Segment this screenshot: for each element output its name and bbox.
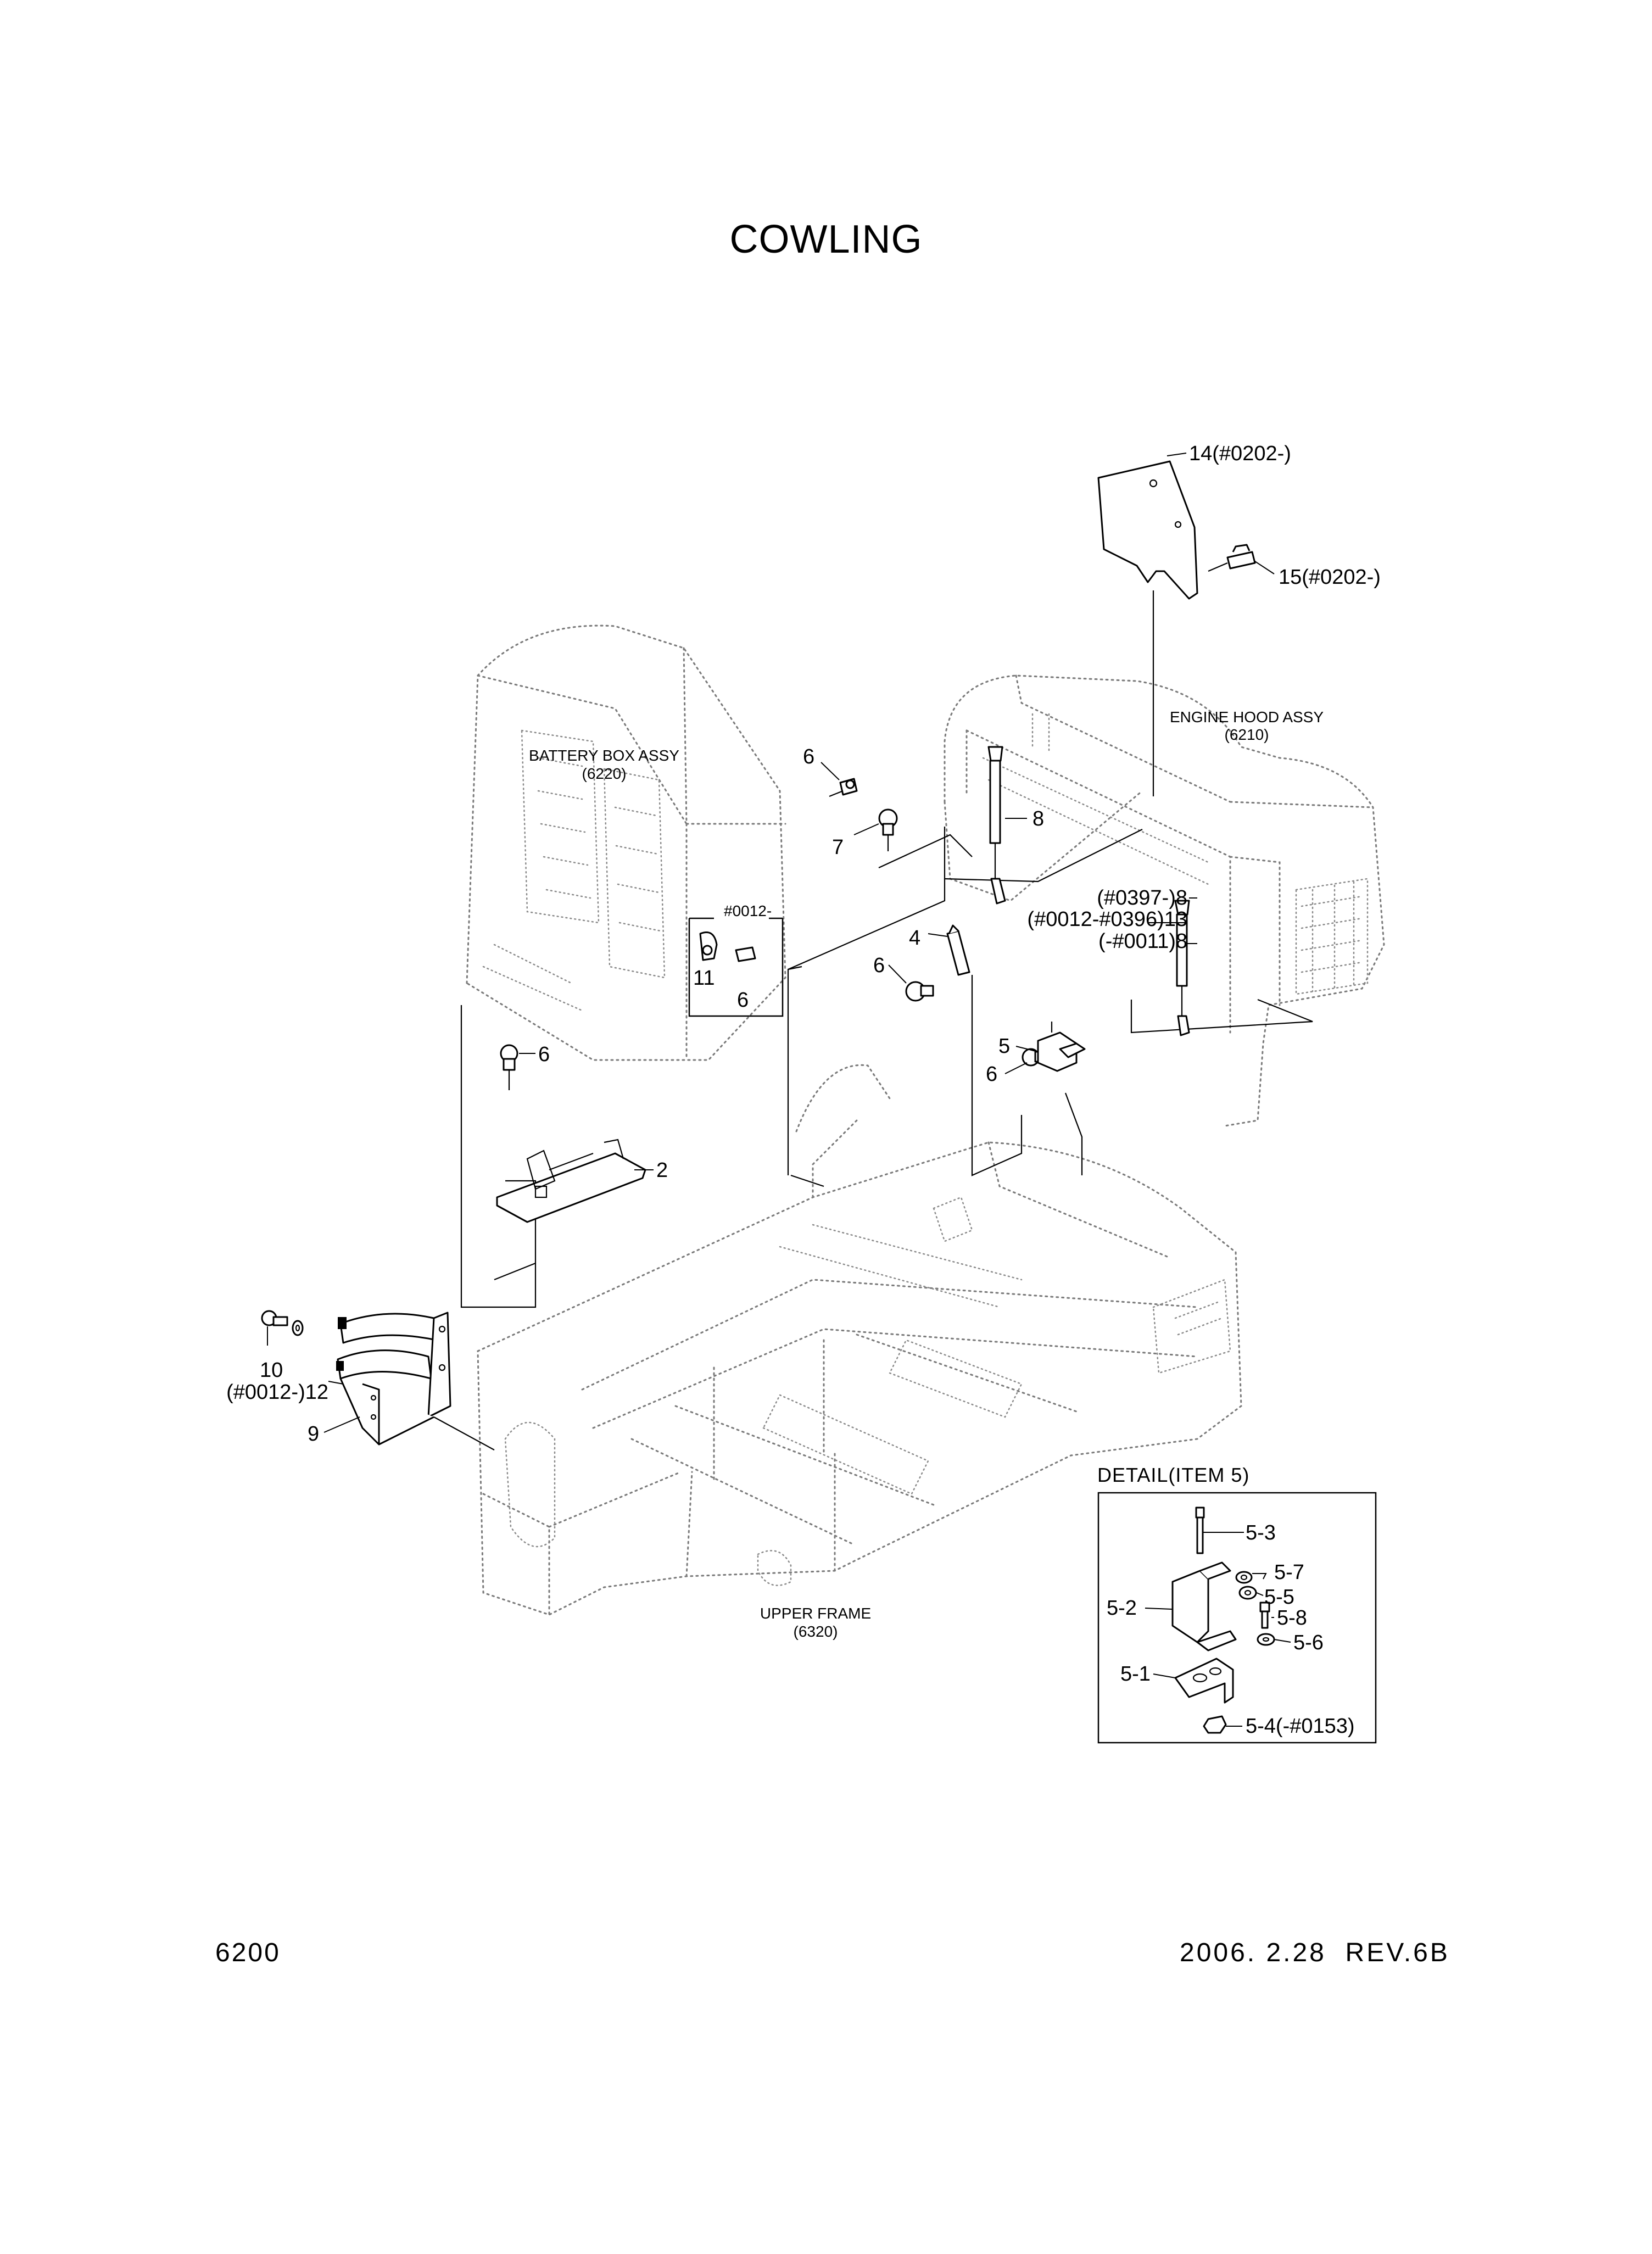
callout-5: 5 xyxy=(998,1035,1010,1058)
callout-13-0012-0396: (#0012-#0396)13 xyxy=(1027,908,1187,931)
part-6-bolt-top xyxy=(829,778,858,797)
callout-8-0011: (-#0011)8 xyxy=(1098,930,1187,953)
callout-15: 15(#0202-) xyxy=(1279,566,1381,589)
callout-7: 7 xyxy=(832,836,844,859)
callout-8-0397: (#0397-)8 xyxy=(1097,886,1187,910)
battery-box-assy-code: (6220) xyxy=(582,765,627,782)
detail-label-5-3: 5-3 xyxy=(1246,1521,1276,1544)
part-8-gas-spring-upper xyxy=(987,746,1006,905)
detail-label-5-7: 5-7 xyxy=(1274,1561,1304,1584)
part-6-bolt-plate xyxy=(500,1044,518,1090)
callout-12: (#0012-)12 xyxy=(226,1381,328,1404)
detail-label-5-4: 5-4(-#0153) xyxy=(1246,1715,1355,1738)
date-revision: 2006. 2.28 REV.6B xyxy=(1180,1938,1450,1967)
part-5-bracket xyxy=(1037,1022,1086,1072)
part-14-cover-plate xyxy=(1097,460,1198,600)
battery-box-phantom xyxy=(466,624,786,1061)
part-6-bolt-stay xyxy=(905,981,934,1002)
part-7-bolt xyxy=(878,808,898,851)
detail-label-5-8: 5-8 xyxy=(1277,1606,1307,1630)
serial-0012-detail-box xyxy=(688,917,784,1017)
callout-14: 14(#0202-) xyxy=(1189,442,1291,465)
detail-label-5-1: 5-1 xyxy=(1120,1662,1151,1686)
callout-6-top: 6 xyxy=(803,745,814,768)
detail-label-5-6: 5-6 xyxy=(1293,1631,1324,1654)
part-10-bolt xyxy=(261,1310,288,1326)
callout-6-box: 6 xyxy=(737,989,749,1012)
page-number: 6200 xyxy=(215,1938,281,1967)
leader-lines xyxy=(267,453,1275,1433)
callout-8: 8 xyxy=(1032,807,1044,830)
part-2-mounting-plate xyxy=(496,1139,646,1223)
detail-item-5-title: DETAIL(ITEM 5) xyxy=(1097,1464,1249,1486)
callout-4: 4 xyxy=(909,927,920,950)
detail-label-5-2: 5-2 xyxy=(1107,1597,1137,1620)
part-4-stay xyxy=(946,924,970,976)
part-15-bolt xyxy=(1208,544,1256,572)
assembly-guide-lines xyxy=(433,590,1313,1450)
engine-hood-assy-code: (6210) xyxy=(1225,726,1269,743)
detail-item-5-box xyxy=(1097,1492,1377,1744)
upper-frame-label: UPPER FRAME xyxy=(760,1605,871,1622)
upper-frame-phantom xyxy=(477,1064,1242,1616)
callout-6-stay: 6 xyxy=(873,954,885,977)
battery-box-assy-label: BATTERY BOX ASSY xyxy=(529,747,679,764)
callout-6-plate: 6 xyxy=(538,1043,550,1066)
part-13-gas-spring-lower xyxy=(1174,900,1190,1036)
upper-frame-code: (6320) xyxy=(794,1623,838,1640)
callout-9: 9 xyxy=(308,1422,319,1446)
callout-11: 11 xyxy=(693,967,715,990)
part-12-washer xyxy=(292,1320,304,1336)
engine-hood-phantom xyxy=(944,674,1385,1127)
callout-10: 10 xyxy=(260,1359,283,1382)
engine-hood-assy-label: ENGINE HOOD ASSY xyxy=(1170,708,1324,726)
part-9-battery-bracket xyxy=(336,1312,451,1446)
page-title: COWLING xyxy=(729,217,923,261)
serial-range-0012: #0012- xyxy=(724,902,772,919)
detail-label-5-5: 5-5 xyxy=(1264,1586,1294,1609)
callout-6-bracket: 6 xyxy=(986,1063,997,1086)
callout-2: 2 xyxy=(656,1159,668,1182)
